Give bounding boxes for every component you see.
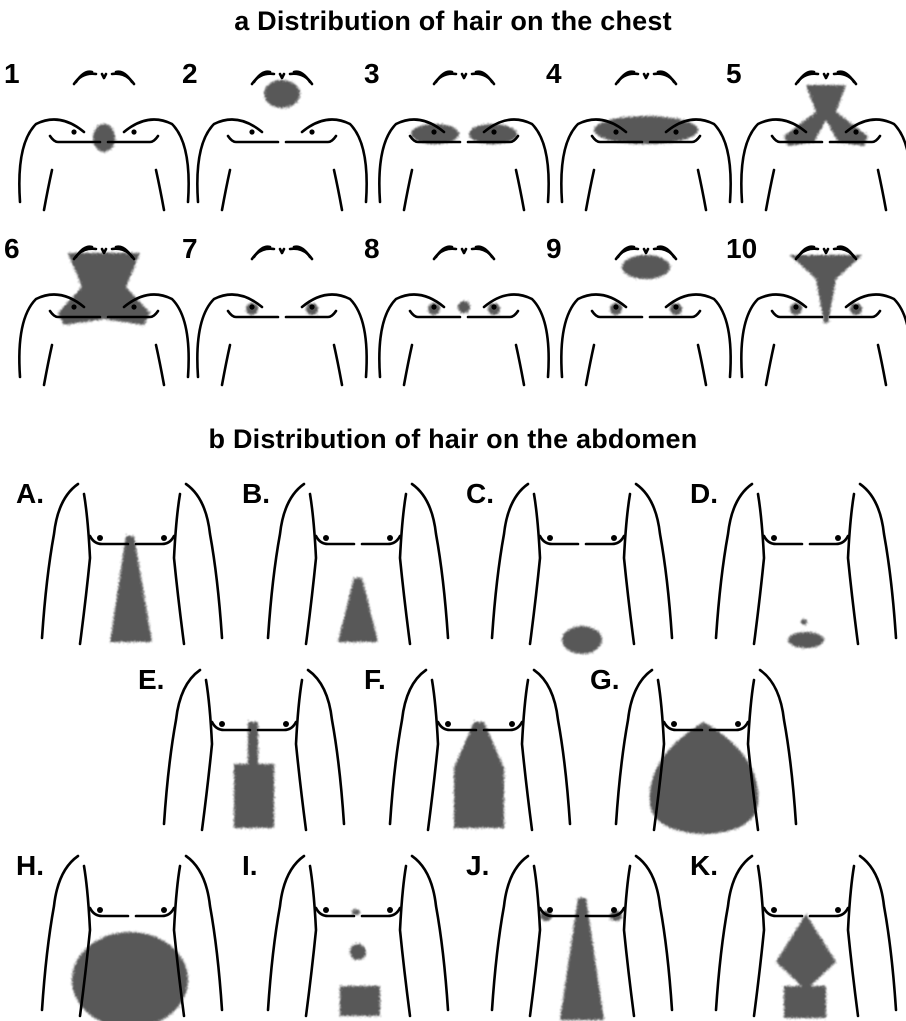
chest-panel-label: 10 (726, 233, 757, 265)
abdomen-panel-E: E. (166, 664, 342, 832)
hair-region (788, 619, 824, 648)
abdomen-panel-K: K. (718, 850, 894, 1018)
abdomen-panel-label: I. (242, 850, 258, 882)
abdomen-panel-label: G. (590, 664, 620, 696)
body-outline (379, 72, 548, 210)
chest-figure (740, 60, 906, 210)
hair-region (454, 722, 504, 828)
abdomen-panel-label: A. (16, 478, 44, 510)
abdomen-panel-label: E. (138, 664, 164, 696)
abdomen-panel-label: D. (690, 478, 718, 510)
chest-panel-2: 2 (196, 60, 368, 210)
chest-panel-5: 5 (740, 60, 906, 210)
abdomen-figure (270, 850, 446, 1018)
chest-figure (560, 60, 732, 210)
chest-figure (378, 235, 550, 385)
hair-region (784, 85, 868, 146)
chest-panel-7: 7 (196, 235, 368, 385)
abdomen-figure (718, 850, 894, 1018)
abdomen-figure (494, 478, 670, 646)
abdomen-figure (44, 478, 220, 646)
chest-figure (18, 60, 190, 210)
abdomen-panel-C: C. (494, 478, 670, 646)
hair-region (562, 626, 602, 654)
chest-panel-label: 3 (364, 58, 380, 90)
chest-figure (196, 235, 368, 385)
chest-panel-label: 4 (546, 58, 562, 90)
chest-panel-label: 8 (364, 233, 380, 265)
hair-region (264, 80, 300, 108)
abdomen-panel-J: J. (494, 850, 670, 1018)
hair-region (234, 722, 274, 828)
abdomen-figure (494, 850, 670, 1018)
abdomen-panel-D: D. (718, 478, 894, 646)
body-outline (492, 484, 672, 644)
hair-region (776, 914, 836, 1018)
abdomen-panel-F: F. (392, 664, 568, 832)
abdomen-panel-label: C. (466, 478, 494, 510)
chest-panel-1: 1 (18, 60, 190, 210)
abdomen-panel-label: B. (242, 478, 270, 510)
hair-region (93, 124, 115, 152)
chest-panel-8: 8 (378, 235, 550, 385)
chest-panel-10: 10 (740, 235, 906, 385)
chest-figure (560, 235, 732, 385)
hair-region (790, 255, 862, 323)
hair-region (610, 255, 682, 315)
chest-panel-label: 2 (182, 58, 198, 90)
abdomen-figure (44, 850, 220, 1018)
chest-panel-3: 3 (378, 60, 550, 210)
abdomen-panel-B: B. (270, 478, 446, 646)
hair-region (338, 578, 378, 642)
hair-region (58, 253, 150, 325)
chest-panel-label: 6 (4, 233, 20, 265)
abdomen-panel-label: K. (690, 850, 718, 882)
abdomen-figure (392, 664, 568, 832)
chest-panel-label: 1 (4, 58, 20, 90)
hair-region (650, 722, 759, 834)
abdomen-panel-label: J. (466, 850, 489, 882)
hair-region (340, 909, 380, 1016)
abdomen-panel-G: G. (618, 664, 794, 832)
chest-panel-6: 6 (18, 235, 190, 385)
abdomen-figure (618, 664, 794, 832)
abdomen-panel-H: H. (44, 850, 220, 1018)
hair-region (594, 116, 698, 144)
chest-panel-label: 7 (182, 233, 198, 265)
abdomen-panel-I: I. (270, 850, 446, 1018)
chest-figure (740, 235, 906, 385)
body-outline (379, 247, 548, 385)
chest-panel-9: 9 (560, 235, 732, 385)
chest-figure (18, 235, 190, 385)
section-a-title: a Distribution of hair on the chest (0, 6, 906, 37)
abdomen-panel-label: H. (16, 850, 44, 882)
chest-panel-label: 9 (546, 233, 562, 265)
body-outline (197, 247, 366, 385)
chest-panel-label: 5 (726, 58, 742, 90)
abdomen-figure (718, 478, 894, 646)
abdomen-panel-A: A. (44, 478, 220, 646)
section-b-title: b Distribution of hair on the abdomen (0, 424, 906, 455)
abdomen-figure (270, 478, 446, 646)
chest-figure (378, 60, 550, 210)
abdomen-panel-label: F. (364, 664, 386, 696)
hair-region (246, 303, 318, 315)
hair-region (110, 536, 152, 642)
chest-panel-4: 4 (560, 60, 732, 210)
abdomen-figure (166, 664, 342, 832)
chest-figure (196, 60, 368, 210)
